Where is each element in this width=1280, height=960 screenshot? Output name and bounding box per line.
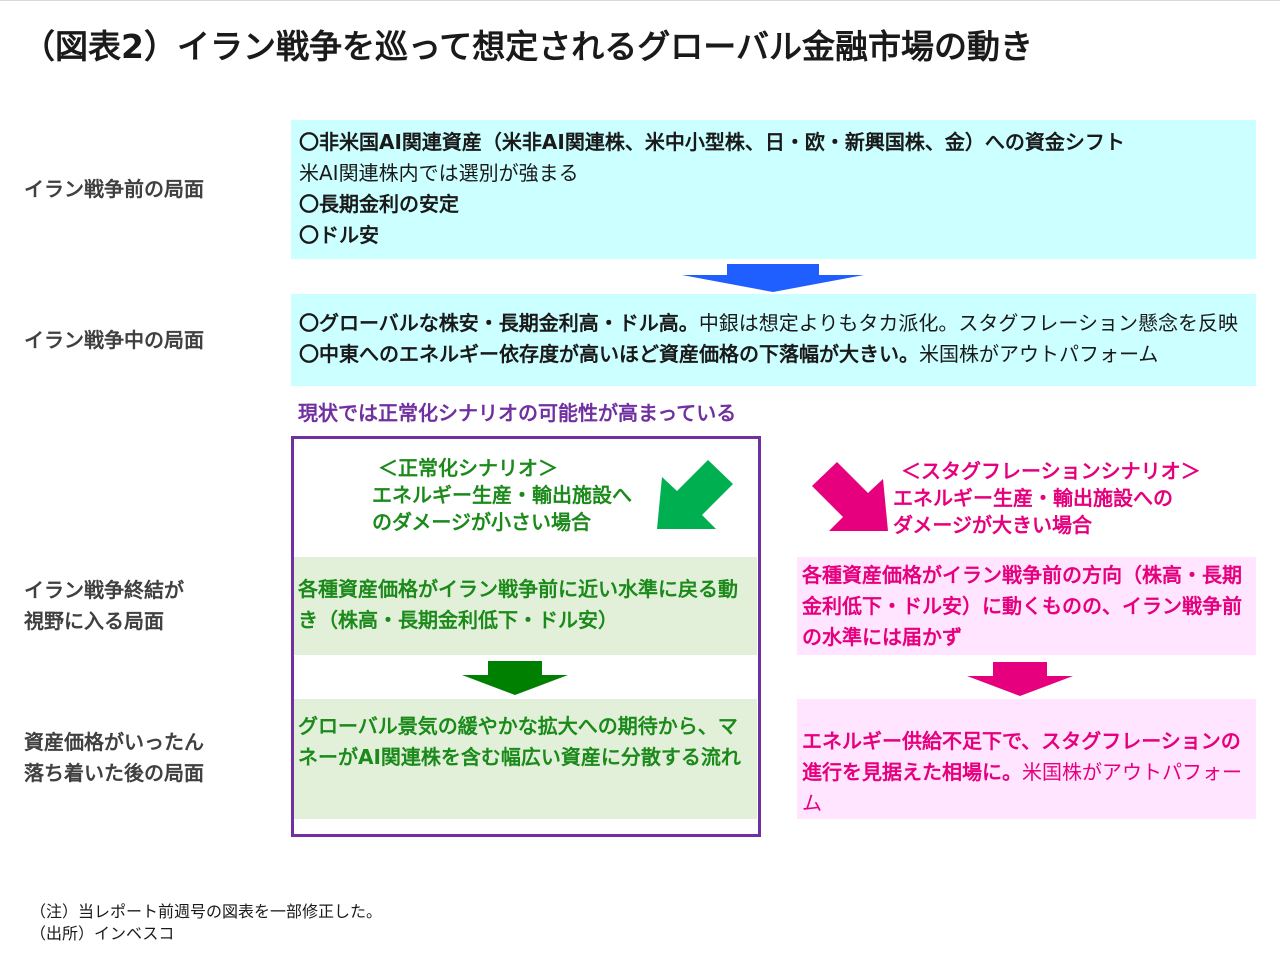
phase-end-label-line1: イラン戦争終結が	[24, 578, 184, 602]
during-line-2-normal: 米国株がアウトパフォーム	[919, 342, 1159, 366]
before-line-3: 〇長期金利の安定	[299, 192, 459, 216]
stag-box-2: エネルギー供給不足下で、スタグフレーションの進行を見据えた相場に。米国株がアウト…	[797, 699, 1256, 819]
during-line-2-bold: 〇中東へのエネルギー依存度が高いほど資産価格の下落幅が大きい。	[299, 342, 919, 366]
footnote-source: （出所）インベスコ	[30, 924, 175, 943]
phase-settled-label-line1: 資産価格がいったん	[24, 730, 204, 754]
before-line-4: 〇ドル安	[299, 223, 379, 247]
stag-box-2-normal: 米国株がアウトパフォーム	[802, 760, 1242, 815]
during-line-1-bold: 〇グローバルな株安・長期金利高・ドル高。	[299, 311, 699, 335]
before-line-1: 〇非米国AI関連資産（米非AI関連株、米中小型株、日・欧・新興国株、金）への資金…	[299, 130, 1125, 154]
stag-box-2-text: エネルギー供給不足下で、スタグフレーションの進行を見据えた相場に。米国株がアウト…	[802, 726, 1252, 819]
phase-before-label: イラン戦争前の局面	[24, 177, 204, 201]
pink-diagonal-arrow	[812, 462, 888, 531]
during-line-1: 〇グローバルな株安・長期金利高・ドル高。中銀は想定よりもタカ派化。スタグフレーシ…	[299, 308, 1256, 339]
stag-box-1-text: 各種資産価格がイラン戦争前の方向（株高・長期金利低下・ドル安）に動くものの、イラ…	[802, 563, 1242, 649]
normal-scenario-line1: エネルギー生産・輸出施設へ	[372, 483, 632, 507]
phase-end-label: イラン戦争終結が 視野に入る局面	[24, 575, 184, 637]
phase-settled-label-line2: 落ち着いた後の局面	[24, 761, 204, 785]
stag-scenario-line2: ダメージが大きい場合	[893, 513, 1092, 537]
status-text: 現状では正常化シナリオの可能性が高まっている	[298, 401, 737, 425]
phase-end-label-line2: 視野に入る局面	[24, 609, 164, 633]
phase-settled-label: 資産価格がいったん 落ち着いた後の局面	[24, 727, 204, 789]
normal-scenario-frame	[291, 436, 761, 837]
stag-scenario-title: ＜スタグフレーションシナリオ＞	[901, 459, 1201, 483]
during-line-1-normal: 中銀は想定よりもタカ派化。スタグフレーション懸念を反映	[698, 311, 1239, 335]
pink-down-arrow	[967, 662, 1073, 696]
normal-box-2-text: グローバル景気の緩やかな拡大への期待から、マネーがAI関連株を含む幅広い資産に分…	[298, 714, 741, 769]
normal-scenario-title: ＜正常化シナリオ＞	[378, 456, 558, 480]
stag-scenario-heading: ＜スタグフレーションシナリオ＞ エネルギー生産・輸出施設への ダメージが大きい場…	[893, 458, 1201, 539]
before-line-2: 米AI関連株内では選別が強まる	[299, 161, 579, 185]
normal-scenario-heading: ＜正常化シナリオ＞ エネルギー生産・輸出施設へ のダメージが小さい場合	[372, 455, 632, 536]
stag-box-2-bold: エネルギー供給不足下で、スタグフレーションの進行を見据えた相場に。	[802, 729, 1241, 784]
green-diagonal-arrow	[657, 460, 733, 529]
blue-down-arrow	[682, 264, 864, 292]
stag-box-1: 各種資産価格がイラン戦争前の方向（株高・長期金利低下・ドル安）に動くものの、イラ…	[797, 557, 1256, 655]
green-down-arrow	[462, 661, 568, 695]
normal-box-1-text: 各種資産価格がイラン戦争前に近い水準に戻る動き（株高・長期金利低下・ドル安）	[298, 577, 738, 632]
page-title: （図表2）イラン戦争を巡って想定されるグローバル金融市場の動き	[22, 27, 1033, 66]
stag-scenario-line1: エネルギー生産・輸出施設への	[893, 486, 1173, 510]
phase-during-label: イラン戦争中の局面	[24, 328, 204, 352]
footnote-note: （注）当レポート前週号の図表を一部修正した。	[30, 902, 383, 921]
normal-box-1: 各種資産価格がイラン戦争前に近い水準に戻る動き（株高・長期金利低下・ドル安）	[294, 557, 757, 655]
before-war-box: 〇非米国AI関連資産（米非AI関連株、米中小型株、日・欧・新興国株、金）への資金…	[291, 120, 1256, 259]
during-war-box: 〇グローバルな株安・長期金利高・ドル高。中銀は想定よりもタカ派化。スタグフレーシ…	[291, 294, 1256, 386]
normal-box-2: グローバル景気の緩やかな拡大への期待から、マネーがAI関連株を含む幅広い資産に分…	[294, 699, 757, 819]
during-line-2: 〇中東へのエネルギー依存度が高いほど資産価格の下落幅が大きい。米国株がアウトパフ…	[299, 339, 1256, 370]
top-divider	[0, 0, 1280, 1]
normal-scenario-line2: のダメージが小さい場合	[372, 510, 591, 534]
